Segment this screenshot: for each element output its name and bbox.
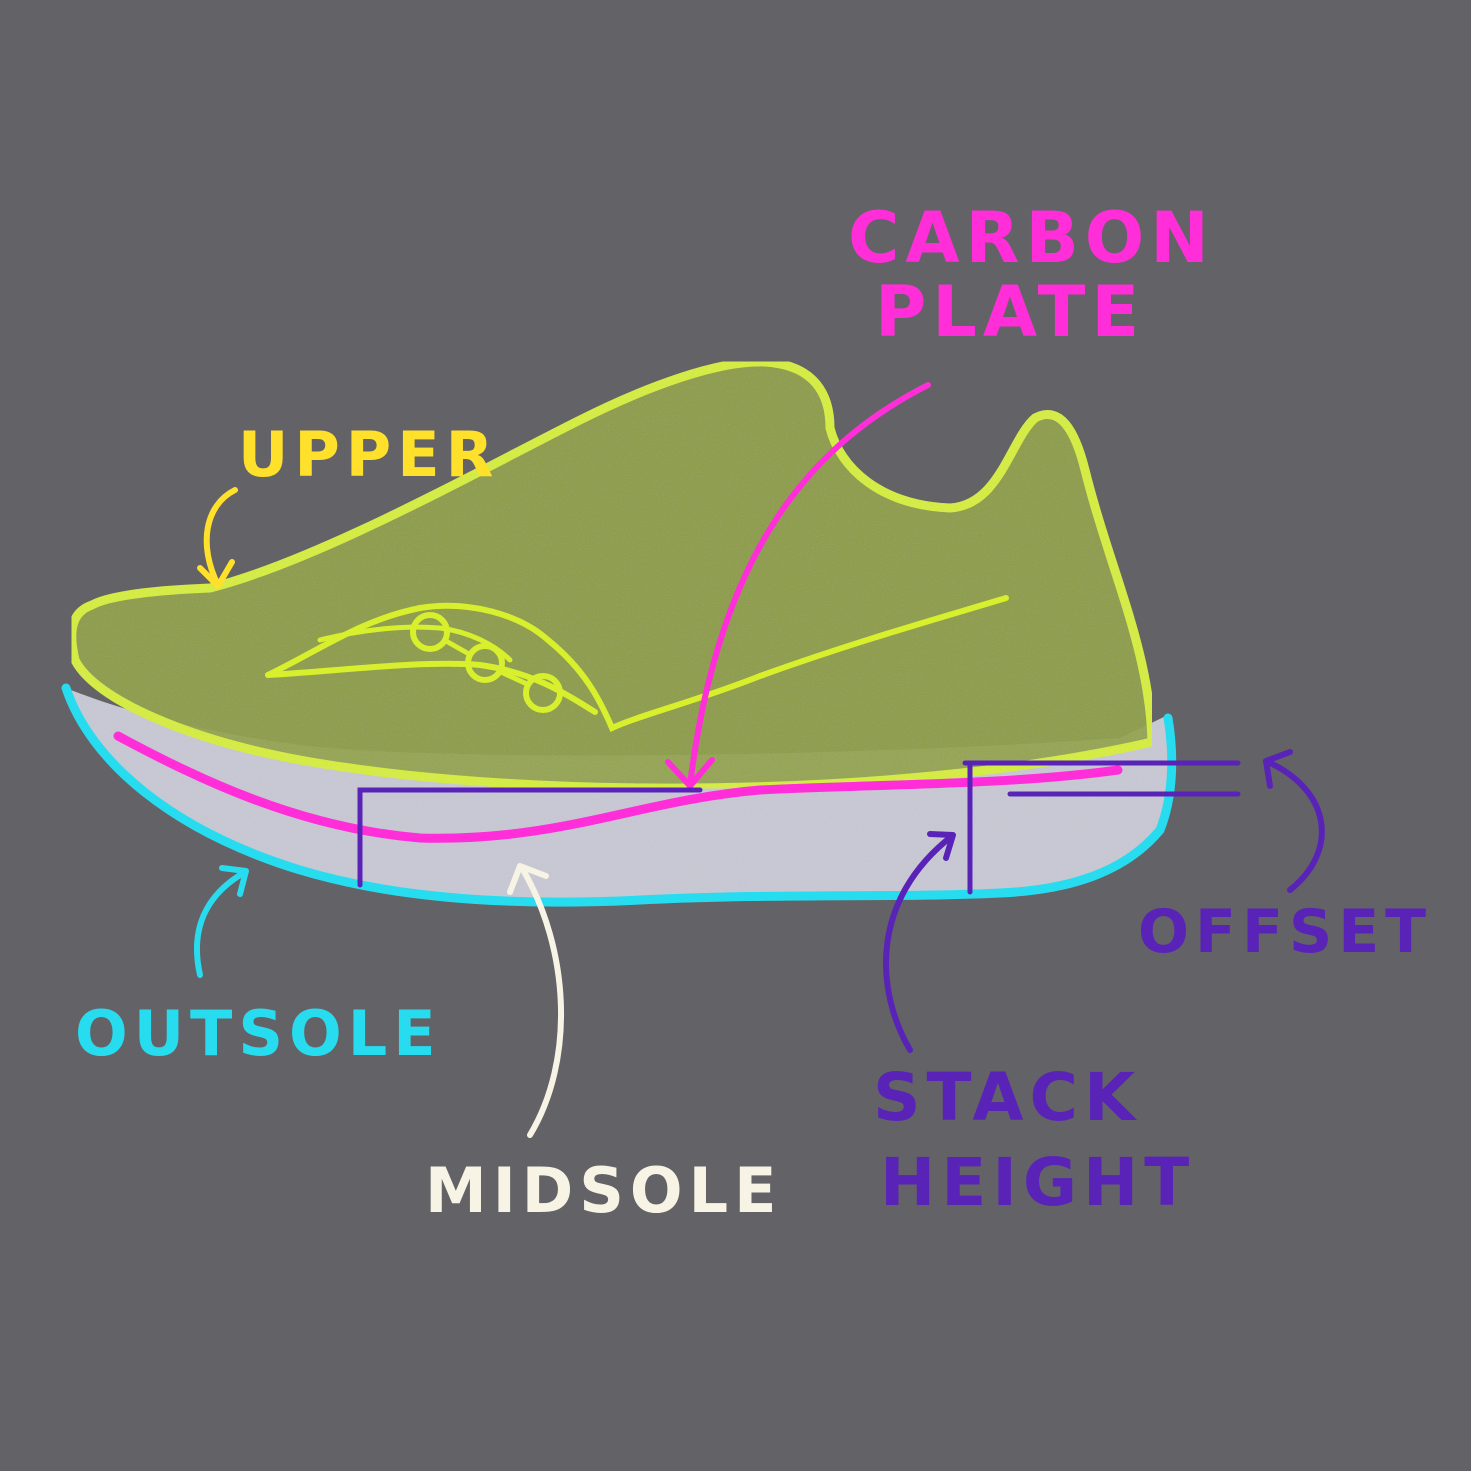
midsole-label: MIDSOLE [425,1154,782,1227]
stack-height-label-line2: HEIGHT [880,1144,1195,1221]
stack-height-arrowhead [927,831,956,861]
outsole-line [61,683,1177,907]
offset-arrow [1265,759,1325,893]
logo-dot-3 [523,673,563,713]
logo-swoosh-outer [265,595,1009,733]
forefoot-stack-bracket [357,787,703,888]
logo-dot-1 [410,612,450,652]
upper-shape [67,357,1157,793]
midsole-shape [66,688,1172,903]
carbon-plate-label-line1: CARBON [848,197,1215,279]
offset-label: OFFSET [1138,897,1432,967]
midsole-arrowhead [507,863,549,895]
carbon-plate-arrowhead [665,757,715,789]
carbon-plate-label-line2: PLATE [875,271,1145,353]
upper-arrow [203,487,238,588]
midsole-arrow [519,865,564,1138]
offset-arrowhead [1263,749,1293,789]
carbon-plate-line [113,731,1123,843]
logo-dot-links [443,638,530,687]
stack-height-label-line1: STACK [873,1059,1141,1136]
stack-height-arrow [883,833,955,1053]
upper-label: UPPER [238,418,499,491]
outsole-arrow [194,869,248,978]
carbon-plate-arrow [687,382,931,788]
outsole-label: OUTSOLE [75,997,442,1070]
upper-arrowhead [197,559,235,589]
logo-dot-2 [465,643,505,683]
outsole-arrowhead [219,865,249,897]
